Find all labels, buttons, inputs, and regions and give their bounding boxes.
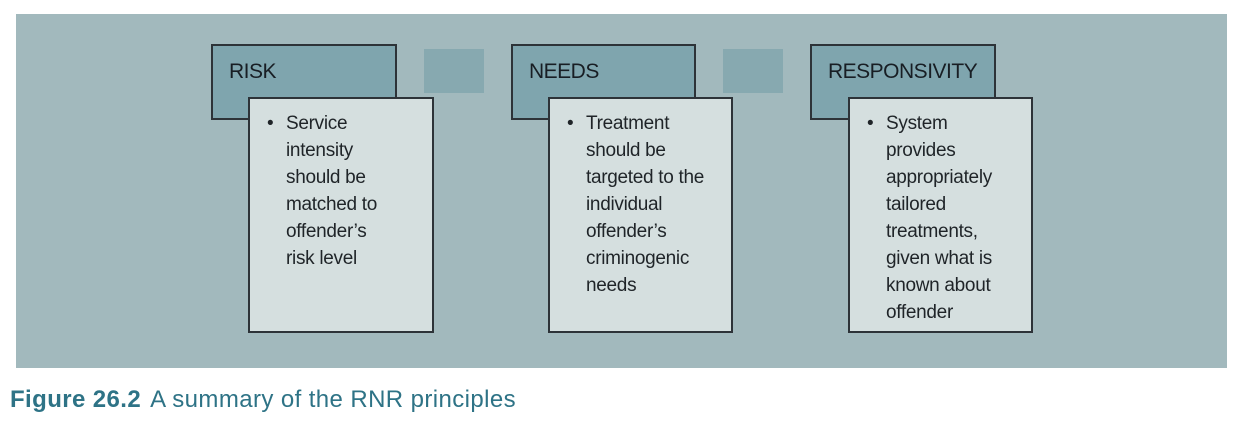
needs-content-box: • Treatment should be targeted to the in… — [548, 97, 733, 333]
risk-header-label: RISK — [229, 60, 277, 83]
figure-caption-text: A summary of the RNR principles — [150, 386, 516, 413]
risk-content-box: • Service intensity should be matched to… — [248, 97, 434, 333]
responsivity-header-label: RESPONSIVITY — [828, 60, 978, 83]
risk-content-text: Service intensity should be matched to o… — [286, 113, 377, 269]
bullet-marker: • — [267, 113, 274, 134]
rnr-diagram-panel: RISK • Service intensity should be match… — [16, 14, 1227, 368]
connector-square-2 — [723, 49, 783, 93]
connector-square-1 — [424, 49, 484, 93]
bullet-marker: • — [867, 113, 874, 134]
figure-caption-number: Figure 26.2 — [10, 386, 142, 413]
bullet-marker: • — [567, 113, 574, 134]
responsivity-content-text: System provides appropriately tailored t… — [886, 113, 992, 323]
needs-content-text: Treatment should be targeted to the indi… — [586, 113, 705, 296]
needs-header-label: NEEDS — [529, 60, 599, 83]
figure-caption: Figure 26.2 A summary of the RNR principl… — [10, 385, 516, 415]
responsivity-content-box: • System provides appropriately tailored… — [848, 97, 1033, 333]
